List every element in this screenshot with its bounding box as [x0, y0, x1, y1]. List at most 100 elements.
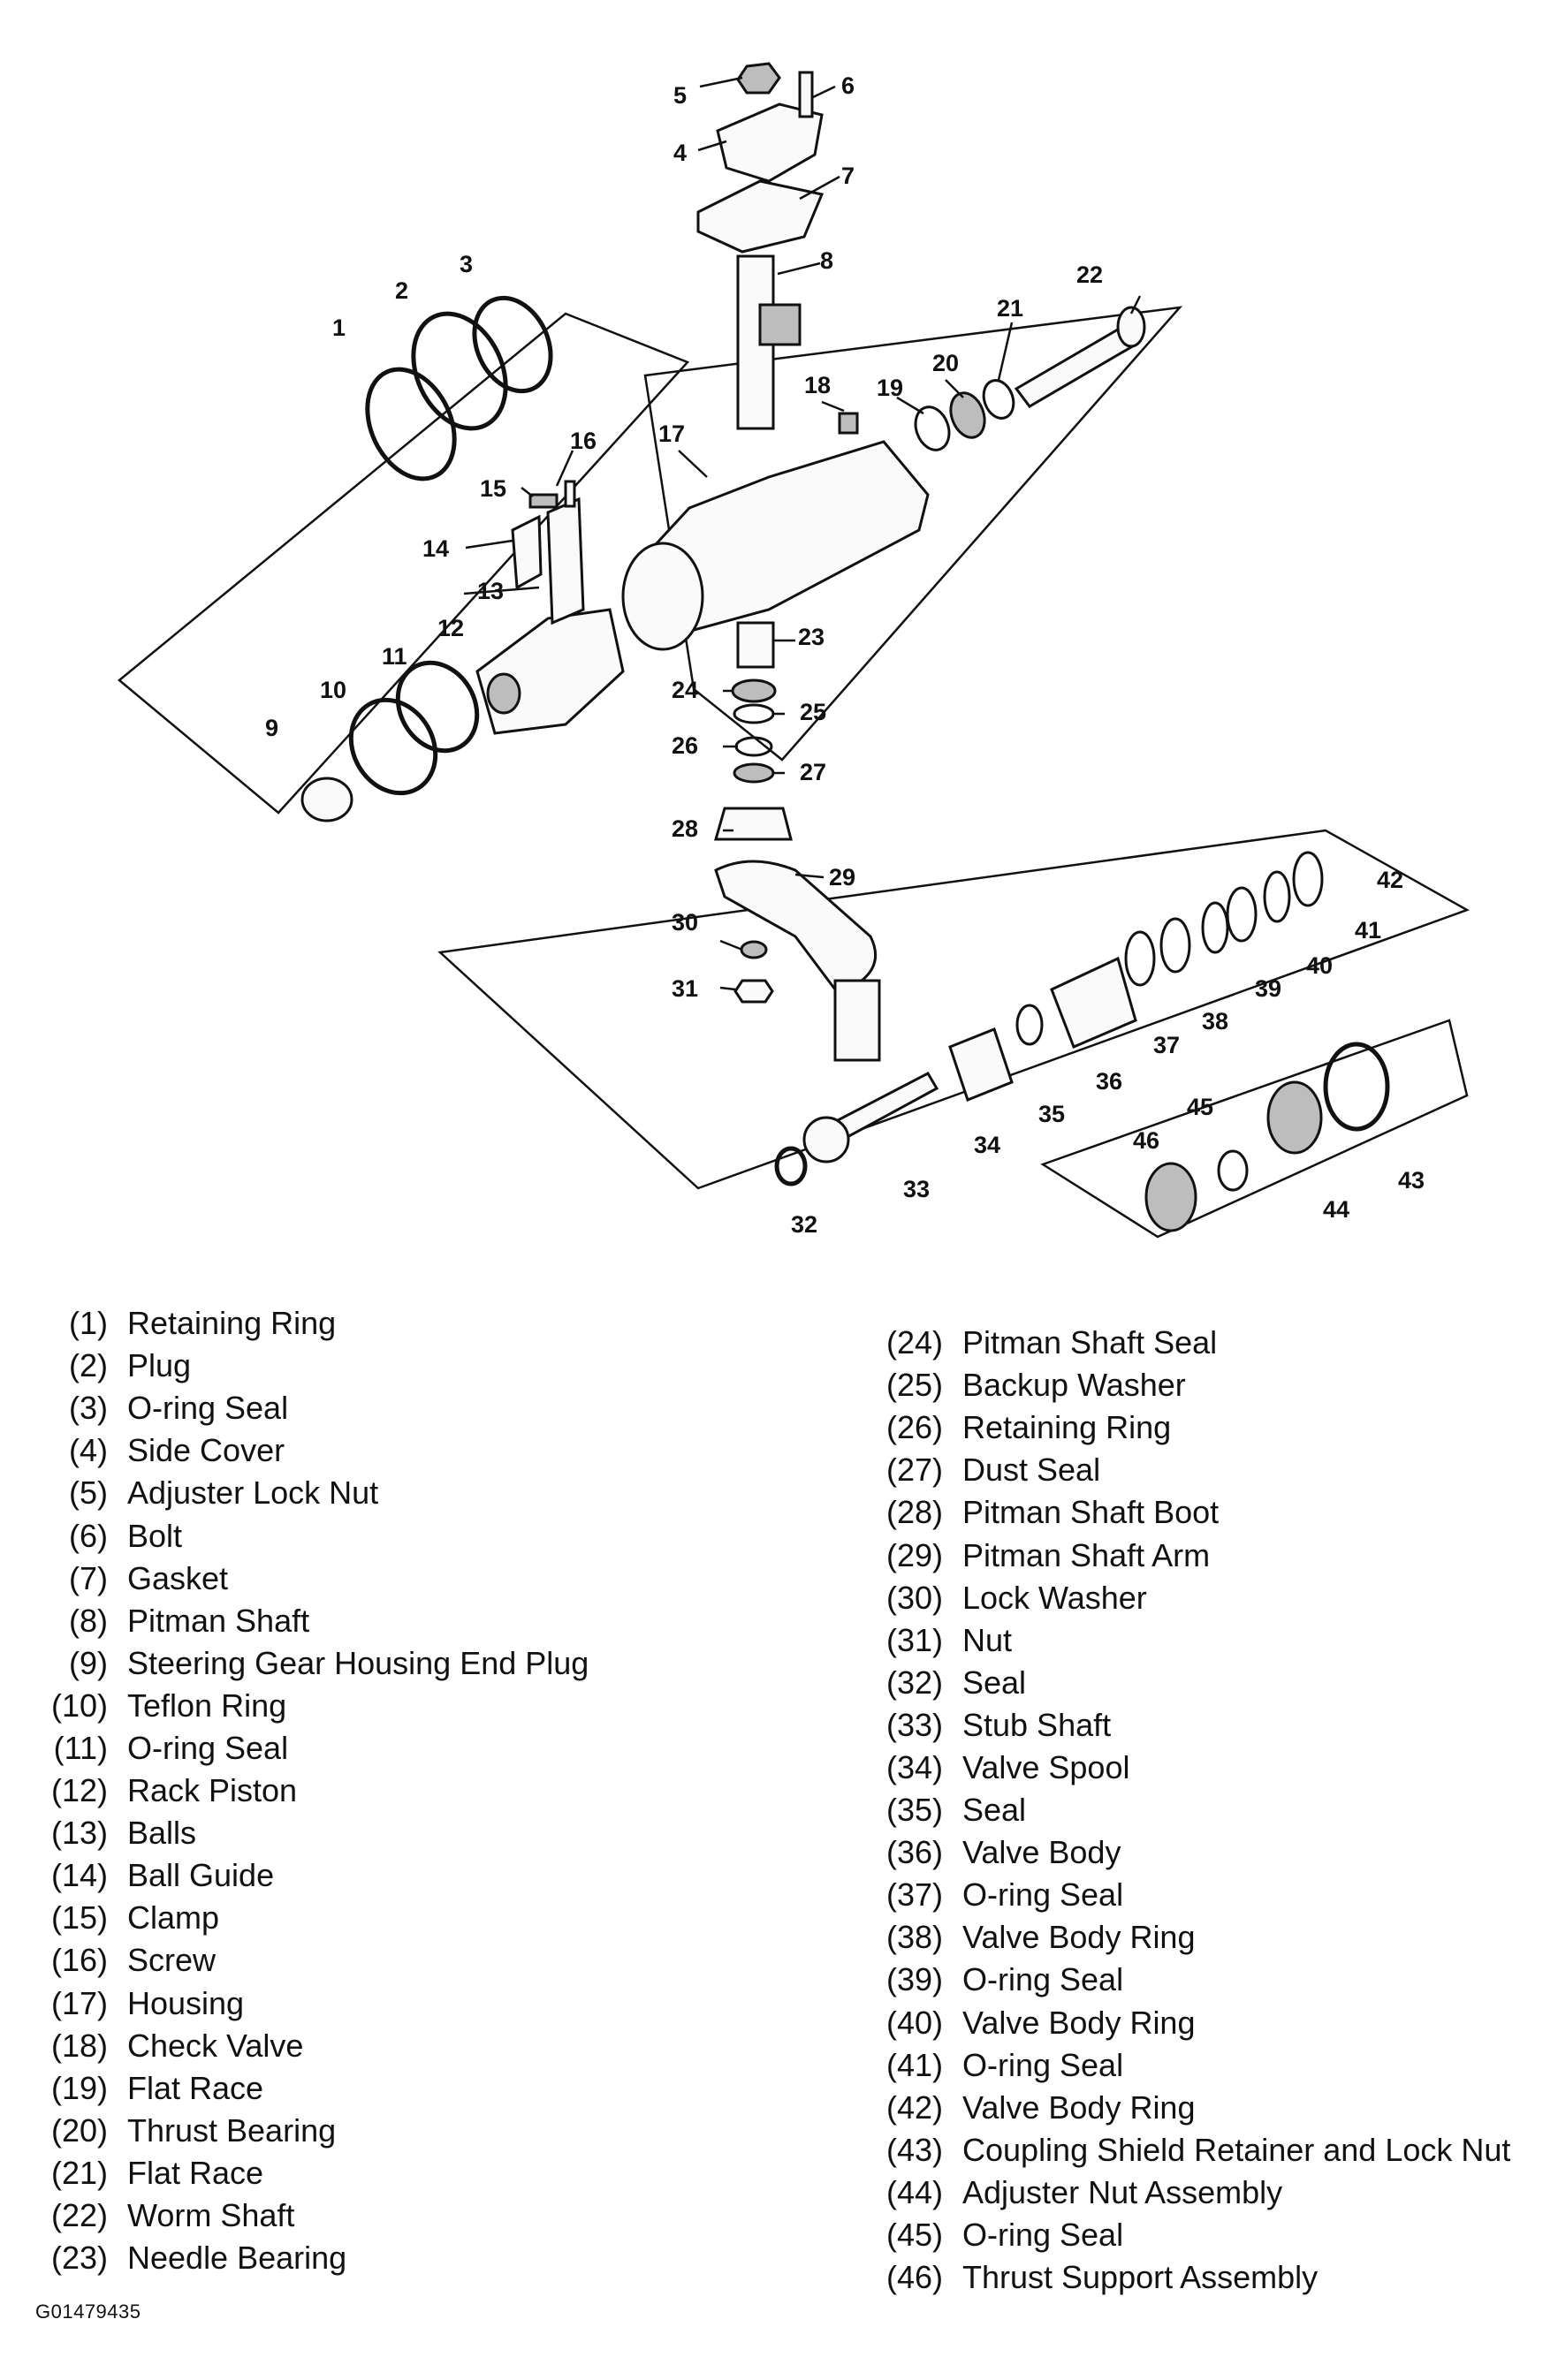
figure-id: G01479435	[35, 2300, 141, 2323]
legend-item-number: (19)	[50, 2069, 108, 2106]
callout-labels: 1 2 3 4 5 6 7 8 9 10 11 12 13 14 15 16 1…	[265, 72, 1425, 1238]
legend-item-number: (32)	[885, 1664, 943, 1701]
callout-24: 24	[672, 677, 698, 703]
legend-item-number: (44)	[885, 2173, 943, 2210]
retaining-ring-1	[365, 367, 457, 481]
callout-41: 41	[1355, 917, 1381, 944]
pitman-shaft-boot-28	[714, 807, 793, 841]
legend-item-number: (43)	[885, 2131, 943, 2168]
callout-31: 31	[672, 975, 698, 1002]
legend-item-number: (24)	[885, 1324, 943, 1361]
pitman-shaft-sector	[758, 303, 802, 346]
legend-item-number: (16)	[50, 1942, 108, 1979]
legend-item-number: (26)	[885, 1409, 943, 1446]
legend-item-number: (35)	[885, 1792, 943, 1829]
clamp-15	[528, 493, 559, 509]
legend-item-number: (3)	[69, 1390, 108, 1427]
legend-item-name: Side Cover	[127, 1432, 285, 1469]
exploded-view-diagram: 1 2 3 4 5 6 7 8 9 10 11 12 13 14 15 16 1…	[118, 62, 1470, 1239]
valve-body-ring-38	[1159, 917, 1191, 974]
legend-item-number: (15)	[50, 1899, 108, 1937]
legend-item-number: (27)	[885, 1451, 943, 1489]
legend-item-name: Worm Shaft	[127, 2197, 295, 2234]
ball-guide-14b	[546, 496, 585, 625]
housing-bore	[621, 542, 704, 651]
callout-40: 40	[1306, 952, 1333, 979]
legend-item-name: Balls	[127, 1815, 197, 1852]
callout-29: 29	[829, 864, 855, 891]
legend-item-number: (20)	[50, 2111, 108, 2149]
legend-item: (36)Valve Body	[862, 1831, 1510, 1874]
callout-17: 17	[658, 421, 685, 447]
callout-32: 32	[791, 1211, 817, 1238]
pitman-arm-ball-stud	[833, 979, 881, 1062]
callout-25: 25	[800, 699, 826, 725]
o-ring-seal-39	[1201, 901, 1229, 954]
legend-item: (46)Thrust Support Assembly	[862, 2256, 1510, 2299]
seal-35	[1015, 1004, 1044, 1046]
legend-item: (24) Pitman Shaft Seal	[862, 1322, 1510, 1364]
legend-item: (44)Adjuster Nut Assembly	[862, 2172, 1510, 2214]
side-cover-4	[716, 102, 824, 183]
needle-bearing-23	[736, 621, 775, 669]
legend-item-number: (34)	[885, 1748, 943, 1785]
callout-35: 35	[1038, 1101, 1065, 1127]
legend-item: (25)Backup Washer	[862, 1364, 1510, 1406]
callout-5: 5	[673, 82, 687, 109]
legend-item-number: (14)	[50, 1857, 108, 1894]
callout-42: 42	[1377, 867, 1403, 893]
legend-item: (14)Ball Guide	[27, 1854, 589, 1897]
ball-guide-14	[511, 514, 543, 590]
callout-13: 13	[477, 578, 504, 604]
legend-item-name: O-ring Seal	[127, 1729, 289, 1766]
legend-item-name: Retaining Ring	[962, 1409, 1172, 1446]
legend-item-number: (29)	[885, 1536, 943, 1573]
legend-item-number: (28)	[885, 1494, 943, 1531]
valve-body-ring-42	[1292, 851, 1324, 907]
legend-item-number: (33)	[885, 1706, 943, 1743]
legend-item: (27)Dust Seal	[862, 1449, 1510, 1491]
callout-37: 37	[1153, 1032, 1180, 1058]
legend-item-number: (21)	[50, 2154, 108, 2191]
callout-9: 9	[265, 715, 278, 741]
legend-item: (12)Rack Piston	[27, 1770, 589, 1812]
parts	[300, 62, 1390, 1232]
callout-20: 20	[932, 350, 959, 376]
legend-item-name: Flat Race	[127, 2069, 264, 2106]
callout-36: 36	[1096, 1068, 1122, 1095]
legend-item: (13)Balls	[27, 1812, 589, 1854]
legend-item-name: O-ring Seal	[962, 1876, 1124, 1914]
leader-lines	[463, 76, 1142, 991]
legend-item: (11)O-ring Seal	[27, 1727, 589, 1770]
legend-item-name: Backup Washer	[962, 1367, 1186, 1404]
gasket-7	[696, 179, 825, 254]
bolt-6	[798, 71, 814, 118]
legend-item-name: Pitman Shaft Seal	[962, 1324, 1218, 1361]
o-ring-seal-45	[1217, 1149, 1249, 1192]
legend-item-name: Flat Race	[127, 2154, 264, 2191]
legend-item-number: (38)	[885, 1919, 943, 1956]
callout-46: 46	[1133, 1127, 1159, 1154]
legend-item: (15)Clamp	[27, 1897, 589, 1939]
screw-16	[564, 480, 576, 508]
legend-item: (28)Pitman Shaft Boot	[862, 1491, 1510, 1534]
legend-item-number: (42)	[885, 2088, 943, 2126]
plug-2	[411, 311, 508, 431]
callout-22: 22	[1076, 261, 1103, 288]
legend-item-number: (4)	[69, 1432, 108, 1469]
callout-45: 45	[1187, 1094, 1213, 1120]
legend-item-name: Coupling Shield Retainer and Lock Nut	[962, 2131, 1511, 2168]
coupling-shield-43	[1323, 1042, 1390, 1132]
legend-item: (39)O-ring Seal	[862, 1959, 1510, 2001]
legend-item-number: (23)	[50, 2240, 108, 2277]
rack-piston-12	[475, 608, 625, 735]
callout-38: 38	[1202, 1008, 1228, 1035]
thrust-support-46	[1144, 1162, 1197, 1232]
legend-item-name: Needle Bearing	[127, 2240, 347, 2277]
legend-item: (32)Seal	[862, 1662, 1510, 1704]
legend-item: (8)Pitman Shaft	[27, 1600, 589, 1642]
legend-item-name: Housing	[127, 1984, 245, 2021]
legend-item-name: Screw	[127, 1942, 217, 1979]
lock-washer-30	[740, 940, 768, 959]
callout-1: 1	[332, 315, 346, 341]
